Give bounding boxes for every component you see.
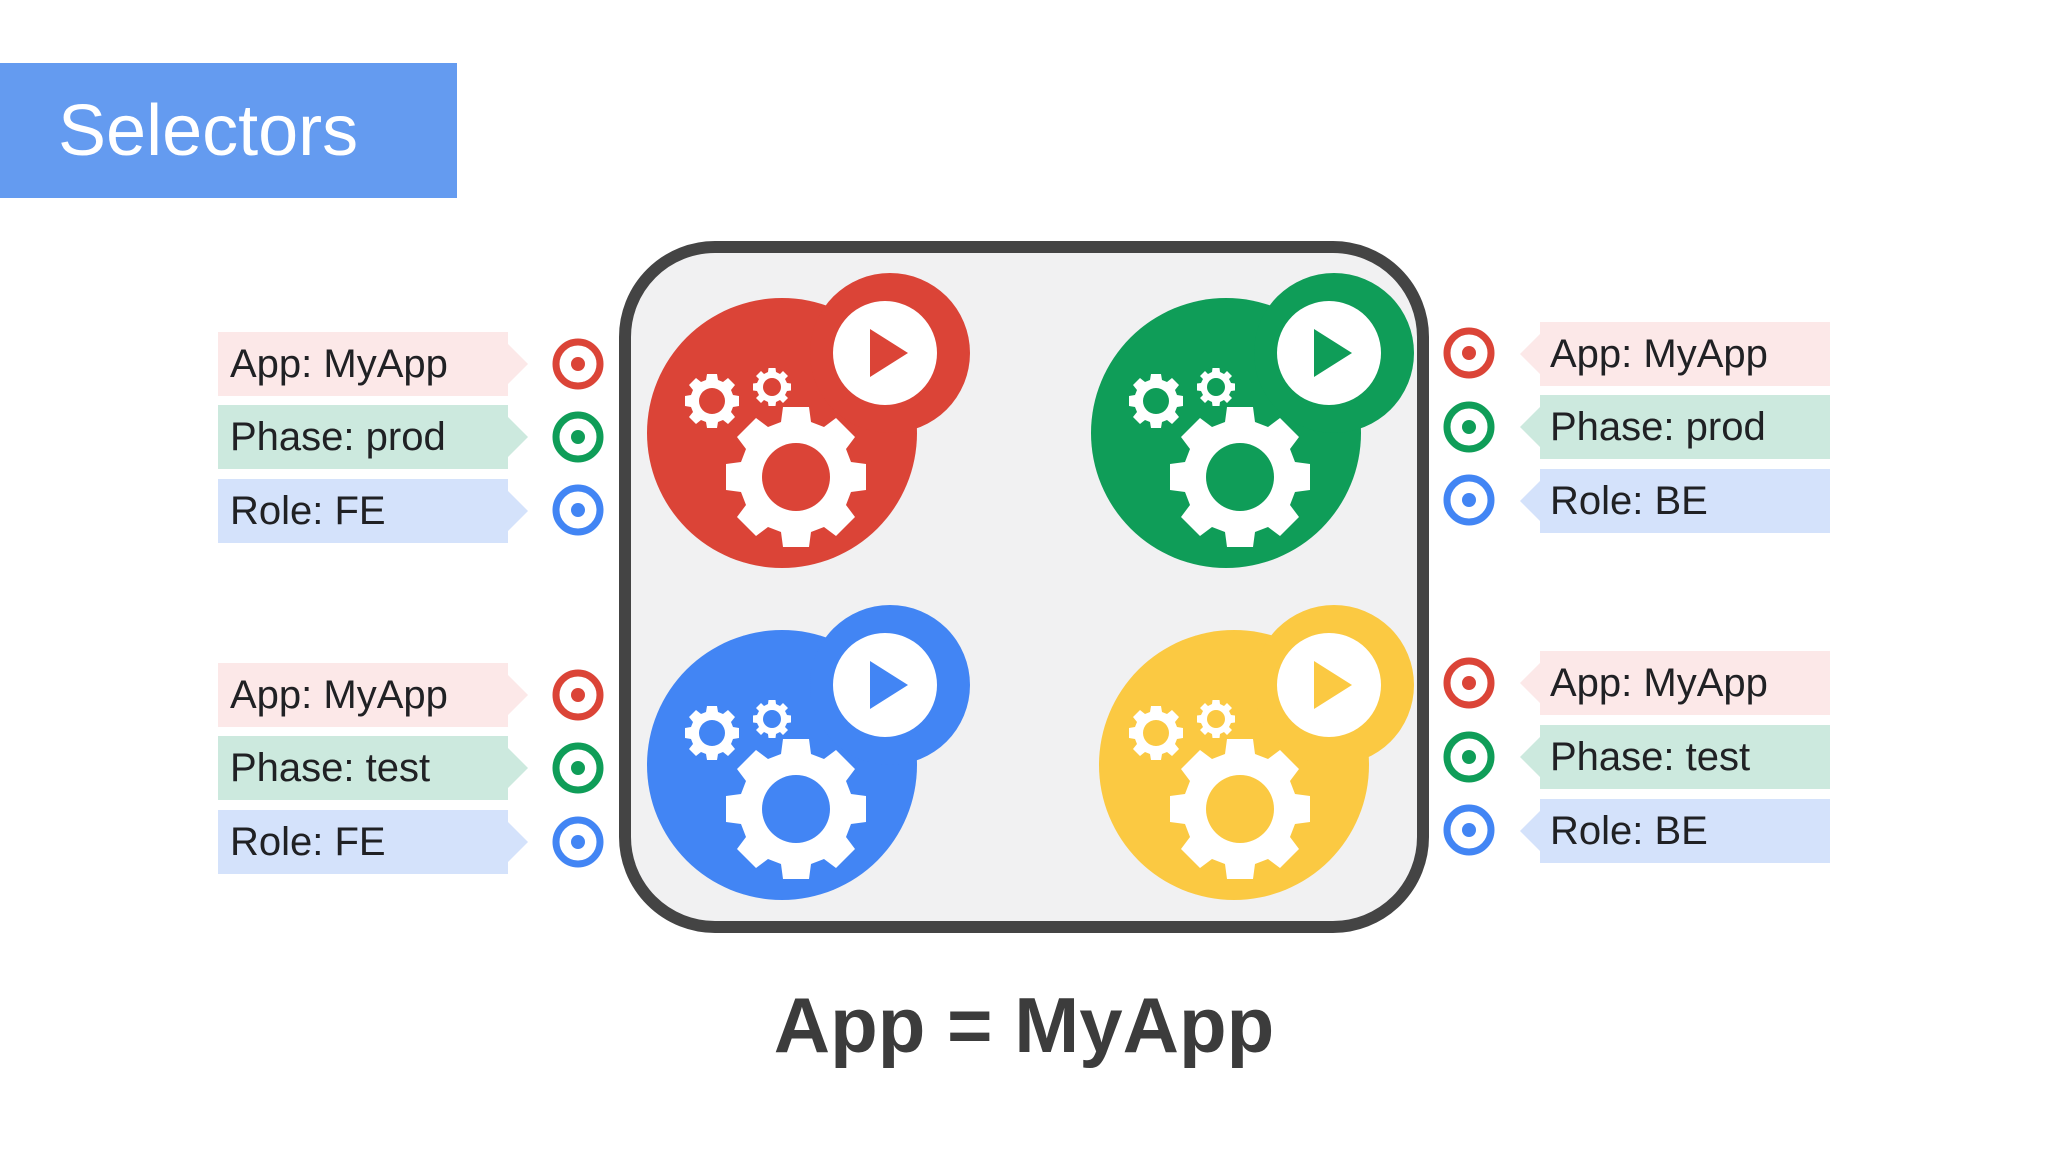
gear-icon xyxy=(1197,368,1235,406)
gear-icon xyxy=(753,700,791,738)
gear-icon xyxy=(685,706,739,760)
label-app: App: MyApp xyxy=(1520,322,1830,386)
target-icon xyxy=(552,411,604,463)
label-role: Role: BE xyxy=(1520,799,1830,863)
target-icon xyxy=(1443,657,1495,709)
gear-icon xyxy=(753,368,791,406)
target-icon xyxy=(1443,327,1495,379)
gear-icon xyxy=(1170,407,1310,547)
play-icon xyxy=(1314,329,1352,377)
label-app: App: MyApp xyxy=(218,663,528,727)
label-phase: Phase: test xyxy=(218,736,528,800)
play-icon xyxy=(870,329,908,377)
label-phase: Phase: prod xyxy=(218,405,528,469)
label-app: App: MyApp xyxy=(1520,651,1830,715)
target-icon xyxy=(552,484,604,536)
gear-icon xyxy=(685,374,739,428)
pod-yellow xyxy=(1099,605,1414,900)
label-phase: Phase: prod xyxy=(1520,395,1830,459)
target-icon xyxy=(552,742,604,794)
label-role: Role: BE xyxy=(1520,469,1830,533)
pod-green xyxy=(1091,273,1414,568)
target-icon xyxy=(1443,731,1495,783)
label-text: App: MyApp xyxy=(230,672,448,717)
label-text: Role: FE xyxy=(230,488,386,533)
label-text: App: MyApp xyxy=(230,341,448,386)
pod-red xyxy=(647,273,970,568)
label-text: Phase: test xyxy=(230,745,431,790)
pod-blue xyxy=(647,605,970,900)
target-icon xyxy=(552,338,604,390)
label-text: App: MyApp xyxy=(1550,331,1768,376)
target-icon xyxy=(1443,804,1495,856)
page-title-text: Selectors xyxy=(58,90,359,171)
target-icon xyxy=(1443,401,1495,453)
play-icon xyxy=(870,661,908,709)
gear-icon xyxy=(1129,374,1183,428)
play-icon xyxy=(1314,661,1352,709)
label-text: Phase: test xyxy=(1550,734,1751,779)
label-text: Role: FE xyxy=(230,819,386,864)
target-icon xyxy=(552,816,604,868)
gear-icon xyxy=(1170,739,1310,879)
label-text: Role: BE xyxy=(1550,808,1708,853)
target-icon xyxy=(1443,474,1495,526)
target-icon xyxy=(552,669,604,721)
label-text: Role: BE xyxy=(1550,478,1708,523)
label-role: Role: FE xyxy=(218,810,528,874)
gear-icon xyxy=(726,739,866,879)
label-text: App: MyApp xyxy=(1550,660,1768,705)
label-text: Phase: prod xyxy=(1550,404,1766,449)
label-phase: Phase: test xyxy=(1520,725,1830,789)
selector-caption-text: App = MyApp xyxy=(773,981,1275,1069)
gear-icon xyxy=(1129,706,1183,760)
label-text: Phase: prod xyxy=(230,414,446,459)
selector-caption: App = MyApp xyxy=(0,980,2048,1070)
label-role: Role: FE xyxy=(218,479,528,543)
gear-icon xyxy=(726,407,866,547)
gear-icon xyxy=(1197,700,1235,738)
label-app: App: MyApp xyxy=(218,332,528,396)
page-title: Selectors xyxy=(0,63,457,198)
